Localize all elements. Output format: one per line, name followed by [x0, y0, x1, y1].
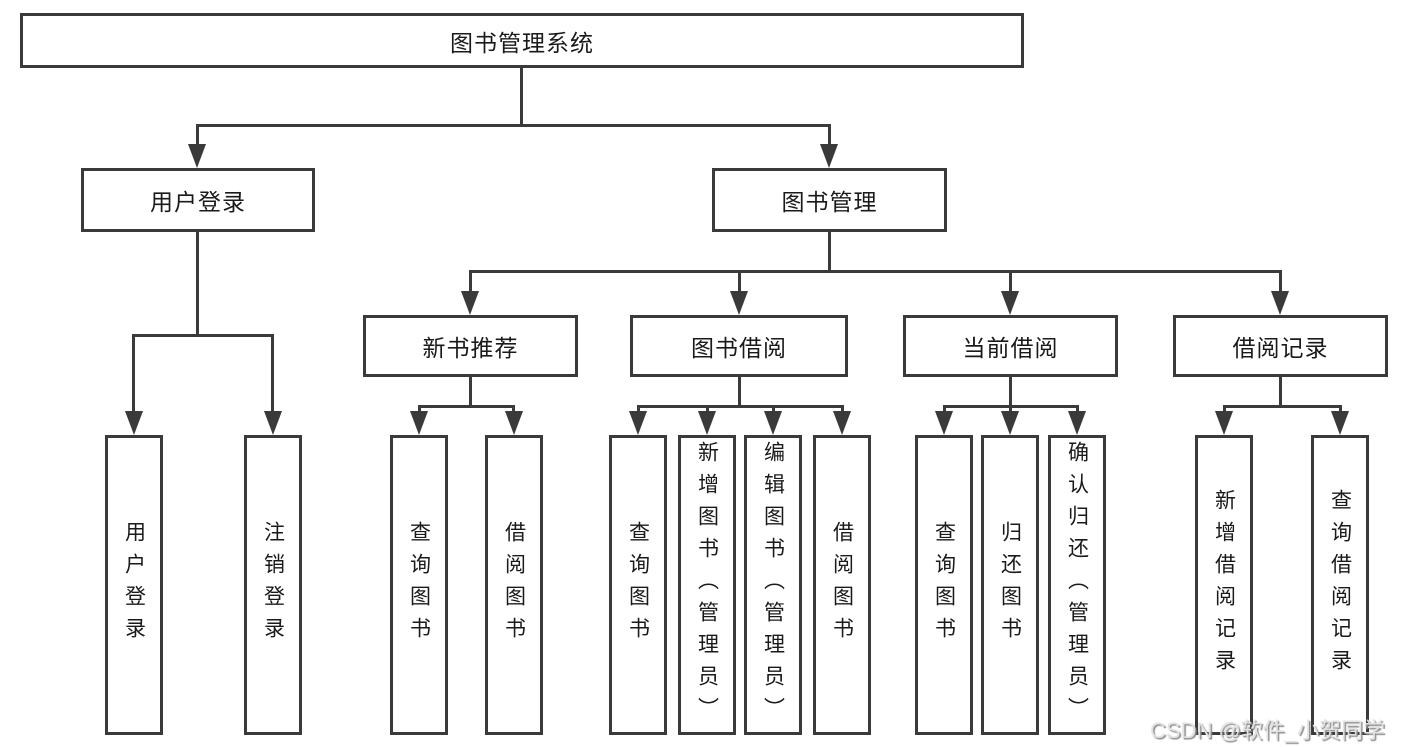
connector-line — [637, 405, 843, 408]
arrowhead-down-icon — [505, 411, 523, 435]
node-label: 注销登录 — [261, 521, 285, 649]
node-leaf-edit-book-admin: 编辑图书（管理员） — [744, 435, 802, 735]
node-label: 查询借阅记录 — [1328, 489, 1352, 681]
node-label: 新书推荐 — [422, 335, 519, 361]
node-user-login: 用户登录 — [81, 168, 315, 232]
arrowhead-down-icon — [833, 411, 851, 435]
node-label: 用户登录 — [122, 521, 146, 649]
node-leaf-add-borrow-record: 新增借阅记录 — [1195, 435, 1253, 735]
arrowhead-down-icon — [264, 411, 282, 435]
arrowhead-down-icon — [698, 411, 716, 435]
arrowhead-down-icon — [935, 411, 953, 435]
arrowhead-down-icon — [1001, 291, 1019, 315]
node-book-management: 图书管理 — [712, 168, 947, 232]
arrowhead-down-icon — [1068, 411, 1086, 435]
arrowhead-down-icon — [764, 411, 782, 435]
node-label: 查询图书 — [626, 521, 650, 649]
connector-line — [196, 124, 199, 148]
connector-line — [828, 124, 831, 148]
node-label: 编辑图书（管理员） — [761, 441, 785, 729]
connector-line — [738, 377, 741, 407]
connector-line — [1279, 377, 1282, 407]
arrowhead-down-icon — [1001, 411, 1019, 435]
arrowhead-down-icon — [410, 411, 428, 435]
node-label: 新增借阅记录 — [1212, 489, 1236, 681]
node-label: 确认归还（管理员） — [1065, 441, 1089, 729]
connector-line — [271, 334, 274, 412]
connector-line — [1339, 405, 1342, 415]
arrowhead-down-icon — [820, 144, 838, 168]
connector-line — [637, 405, 640, 415]
connector-line — [418, 405, 421, 415]
connector-line — [197, 124, 831, 127]
connector-line — [132, 334, 135, 412]
connector-line — [512, 405, 515, 415]
node-new-book-recommend: 新书推荐 — [363, 315, 578, 377]
connector-line — [1223, 405, 1226, 415]
node-leaf-query-borrow-record: 查询借阅记录 — [1311, 435, 1369, 735]
node-label: 归还图书 — [998, 521, 1022, 649]
node-leaf-recommend-query-book: 查询图书 — [390, 435, 448, 735]
node-leaf-logout: 注销登录 — [244, 435, 302, 735]
connector-line — [520, 68, 523, 126]
node-leaf-current-query-book: 查询图书 — [915, 435, 973, 735]
connector-line — [772, 405, 775, 415]
node-borrowing-records: 借阅记录 — [1173, 315, 1388, 377]
node-leaf-return-book: 归还图书 — [981, 435, 1039, 735]
node-label: 借阅记录 — [1232, 335, 1329, 361]
csdn-watermark: CSDN @软件_小贺同学 — [1150, 718, 1386, 743]
arrowhead-down-icon — [188, 144, 206, 168]
connector-line — [706, 405, 709, 415]
connector-line — [1223, 405, 1341, 408]
connector-line — [196, 232, 199, 336]
arrowhead-down-icon — [1331, 411, 1349, 435]
node-book-borrowing: 图书借阅 — [630, 315, 848, 377]
node-leaf-borrow-query-book: 查询图书 — [609, 435, 667, 735]
arrowhead-down-icon — [125, 411, 143, 435]
connector-line — [1009, 270, 1012, 294]
connector-line — [1279, 270, 1282, 294]
node-label: 用户登录 — [150, 189, 246, 215]
arrowhead-down-icon — [730, 291, 748, 315]
node-label: 图书管理 — [781, 189, 878, 215]
node-leaf-user-login: 用户登录 — [105, 435, 163, 735]
node-leaf-confirm-return-admin: 确认归还（管理员） — [1048, 435, 1106, 735]
connector-line — [469, 377, 472, 407]
connector-line — [469, 270, 1282, 273]
node-label: 借阅图书 — [502, 521, 526, 649]
node-label: 借阅图书 — [830, 521, 854, 649]
connector-line — [738, 270, 741, 294]
node-label: 图书借阅 — [691, 335, 787, 361]
node-current-borrowing: 当前借阅 — [903, 315, 1118, 377]
arrowhead-down-icon — [1215, 411, 1233, 435]
arrowhead-down-icon — [1271, 291, 1289, 315]
connector-line — [841, 405, 844, 415]
connector-line — [828, 232, 831, 273]
connector-line — [943, 405, 946, 415]
node-leaf-add-book-admin: 新增图书（管理员） — [678, 435, 736, 735]
connector-line — [1076, 405, 1079, 415]
arrowhead-down-icon — [629, 411, 647, 435]
node-label: 图书管理系统 — [450, 29, 594, 56]
node-leaf-recommend-borrow-book: 借阅图书 — [485, 435, 543, 735]
connector-line — [132, 334, 274, 337]
node-leaf-borrow-book: 借阅图书 — [813, 435, 871, 735]
node-label: 查询图书 — [932, 521, 956, 649]
node-label: 新增图书（管理员） — [695, 441, 719, 729]
node-label: 查询图书 — [407, 521, 431, 649]
connector-line — [1009, 405, 1012, 415]
connector-line — [1009, 377, 1012, 407]
arrowhead-down-icon — [461, 291, 479, 315]
connector-line — [418, 405, 515, 408]
connector-line — [469, 270, 472, 294]
node-label: 当前借阅 — [962, 335, 1059, 361]
node-library-system: 图书管理系统 — [20, 13, 1024, 68]
